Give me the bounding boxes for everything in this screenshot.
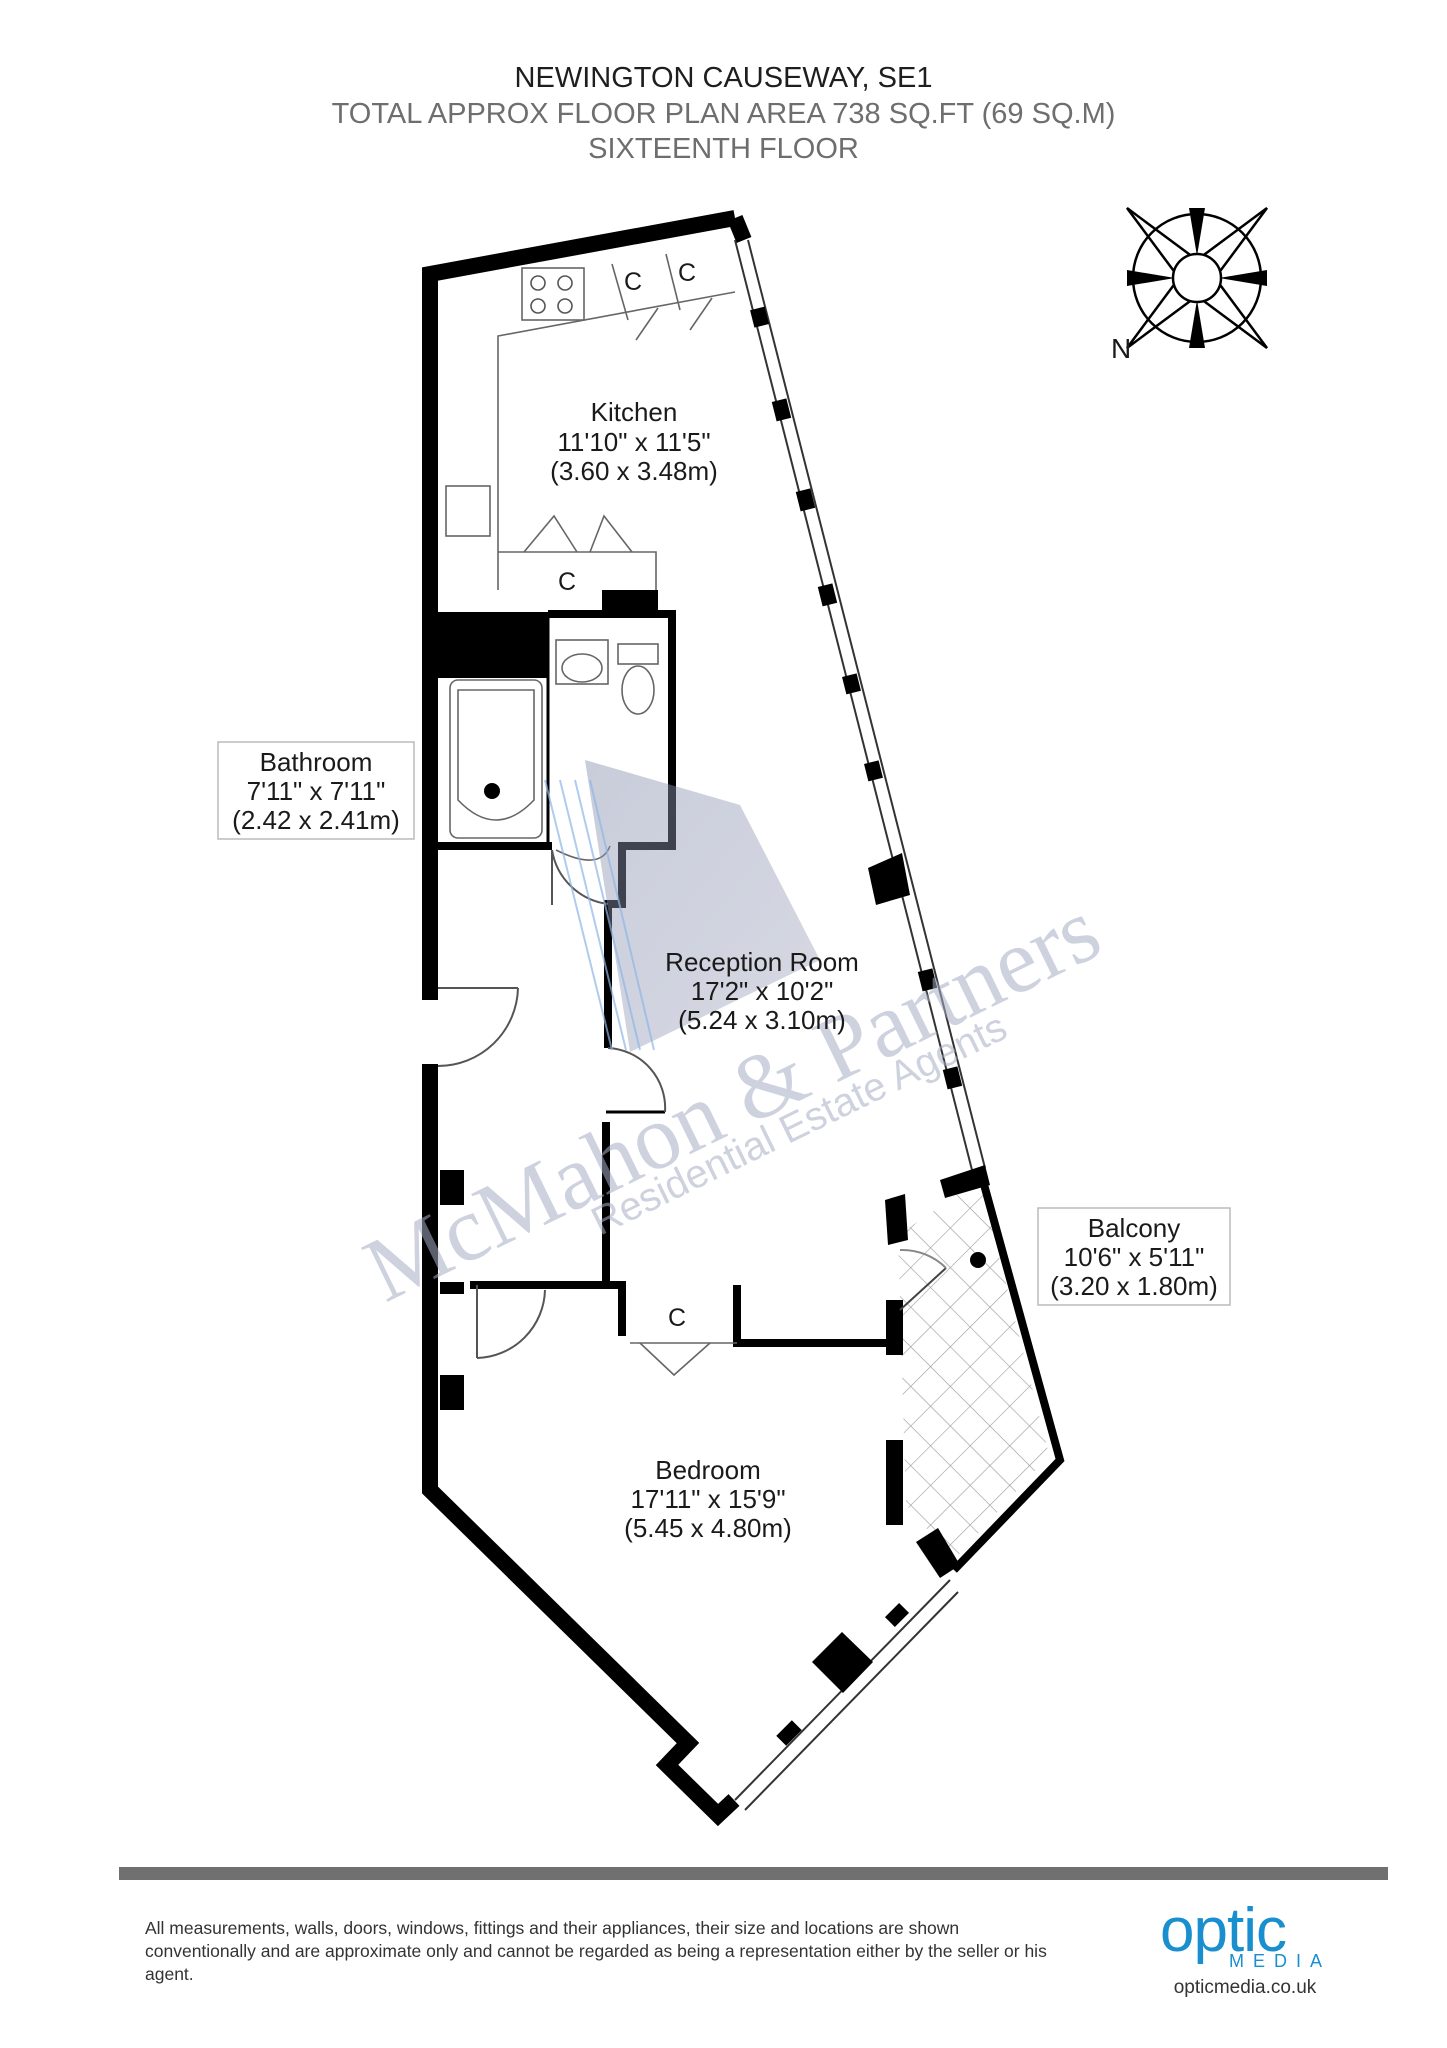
svg-text:10'6" x 5'11": 10'6" x 5'11" bbox=[1064, 1242, 1205, 1272]
logo-sub: MEDIA bbox=[1229, 1951, 1332, 1971]
cupboard-label: C bbox=[558, 568, 576, 596]
hob-rings-icon bbox=[530, 275, 573, 314]
logo-word: optic bbox=[1160, 1896, 1287, 1965]
svg-text:(5.24 x 3.10m): (5.24 x 3.10m) bbox=[678, 1005, 846, 1035]
bath-marker bbox=[484, 783, 500, 799]
kitchen-fittings bbox=[445, 267, 736, 590]
watermark-streaks bbox=[544, 779, 655, 1051]
balcony-door-panel bbox=[899, 1267, 947, 1311]
svg-text:Kitchen: Kitchen bbox=[591, 397, 678, 427]
plan-address: NEWINGTON CAUSEWAY, SE1 bbox=[514, 62, 933, 94]
room-label-kitchen: Kitchen 11'10" x 11'5" (3.60 x 3.48m) bbox=[550, 397, 718, 486]
svg-text:(3.20 x 1.80m): (3.20 x 1.80m) bbox=[1050, 1271, 1218, 1301]
svg-text:Balcony: Balcony bbox=[1088, 1213, 1181, 1243]
window-mullions bbox=[750, 306, 963, 1746]
svg-text:Reception Room: Reception Room bbox=[665, 947, 859, 977]
svg-text:(2.42 x 2.41m): (2.42 x 2.41m) bbox=[232, 805, 400, 835]
bedroom-cupboard-doors bbox=[630, 1342, 737, 1377]
kitchen-bath-wall-block bbox=[438, 612, 548, 678]
svg-text:7'11" x 7'11": 7'11" x 7'11" bbox=[247, 776, 386, 806]
basin bbox=[555, 639, 609, 685]
hob bbox=[521, 267, 585, 321]
bathtub bbox=[449, 679, 543, 839]
kitchen-cupboard-doors bbox=[523, 253, 713, 553]
plan-area: TOTAL APPROX FLOOR PLAN AREA 738 SQ.FT (… bbox=[331, 98, 1116, 130]
svg-text:17'2" x 10'2": 17'2" x 10'2" bbox=[691, 976, 834, 1006]
svg-text:17'11" x 15'9": 17'11" x 15'9" bbox=[630, 1484, 785, 1514]
logo-url: opticmedia.co.uk bbox=[1173, 1977, 1317, 1998]
svg-text:Bathroom: Bathroom bbox=[260, 747, 373, 777]
external-walls bbox=[422, 210, 752, 1827]
cupboard-label: C bbox=[624, 268, 642, 296]
balcony-marker bbox=[970, 1252, 986, 1268]
cupboard-label: C bbox=[678, 259, 696, 287]
svg-text:Bedroom: Bedroom bbox=[655, 1455, 761, 1485]
balcony-label-box bbox=[1037, 1207, 1231, 1306]
sink bbox=[445, 485, 491, 537]
wc-bowl bbox=[621, 665, 655, 715]
door-swings bbox=[437, 849, 667, 1359]
watermark-beam-icon bbox=[585, 760, 820, 1052]
disclaimer-text: All measurements, walls, doors, windows,… bbox=[145, 1918, 1047, 1984]
bedroom-north-wall bbox=[545, 1281, 626, 1336]
room-label-bedroom: Bedroom 17'11" x 15'9" (5.45 x 4.80m) bbox=[624, 1455, 792, 1543]
cupboard-wall bbox=[733, 1285, 896, 1347]
room-label-reception: Reception Room 17'2" x 10'2" (5.24 x 3.1… bbox=[665, 947, 859, 1035]
wc-cistern bbox=[617, 643, 659, 665]
svg-text:(3.60 x 3.48m): (3.60 x 3.48m) bbox=[550, 456, 718, 486]
compass-rose-icon bbox=[1125, 206, 1269, 350]
footer-rule bbox=[119, 1867, 1388, 1880]
svg-text:11'10" x 11'5": 11'10" x 11'5" bbox=[557, 427, 710, 457]
wall-north bbox=[422, 210, 737, 1000]
floor-plan: McMahon & Partners Residential Estate Ag… bbox=[217, 206, 1269, 1827]
room-label-bathroom: Bathroom 7'11" x 7'11" (2.42 x 2.41m) bbox=[232, 747, 400, 835]
optic-media-logo: optic MEDIA opticmedia.co.uk bbox=[1130, 1895, 1360, 2005]
bathroom-label-box bbox=[217, 741, 415, 840]
plan-floor: SIXTEENTH FLOOR bbox=[588, 133, 859, 165]
cupboard-label: C bbox=[668, 1304, 686, 1332]
wall-west-lower bbox=[422, 1064, 740, 1827]
balcony-door-swing bbox=[899, 1248, 947, 1269]
room-label-balcony: Balcony 10'6" x 5'11" (3.20 x 1.80m) bbox=[1050, 1213, 1218, 1301]
wall-window-corner bbox=[727, 214, 752, 244]
compass-north-label: N bbox=[1111, 333, 1131, 364]
balcony-outer-wall bbox=[951, 1168, 1065, 1573]
svg-text:(5.45 x 4.80m): (5.45 x 4.80m) bbox=[624, 1513, 792, 1543]
balcony-floor bbox=[898, 1180, 1049, 1560]
west-piers bbox=[440, 1170, 464, 1410]
